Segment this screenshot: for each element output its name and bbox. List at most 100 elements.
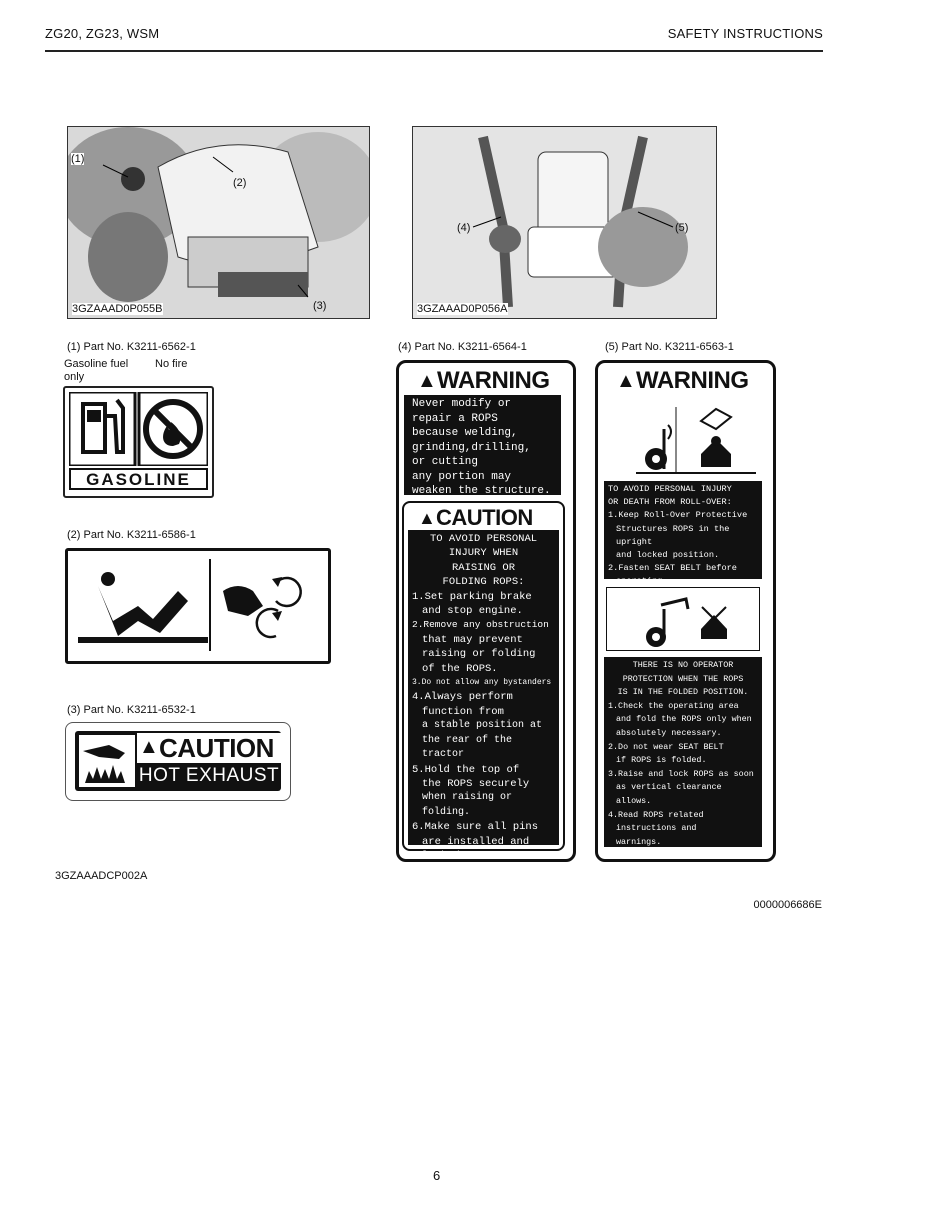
caution-line: locked. (422, 849, 467, 862)
callout-3: (3) (313, 300, 327, 312)
figure-code: 3GZAAADCP002A (55, 870, 148, 882)
caution-title: CAUTION (436, 505, 533, 530)
caution-triangle-icon: ▲ (418, 508, 436, 528)
hot-exhaust-subtitle: HOT EXHAUST (138, 765, 280, 786)
doc-code: 0000006686E (753, 899, 822, 911)
caution-head-line: RAISING OR (451, 561, 515, 574)
rollover-line: 1.Keep Roll-Over Protective (608, 510, 748, 521)
folded-head-line: THERE IS NO OPERATOR (632, 660, 734, 670)
label1-note-a: Gasoline fuel (64, 358, 129, 370)
rollover-line: TO AVOID PERSONAL INJURY (608, 484, 732, 494)
caution-triangle-icon: ▲ (139, 736, 159, 758)
no-fire-icon (143, 399, 203, 459)
warning-title: WARNING (437, 367, 550, 394)
caution-head-line: FOLDING ROPS: (442, 576, 525, 589)
warning-line: because welding, (412, 427, 518, 439)
folded-rops-text-block: THERE IS NO OPERATOR PROTECTION WHEN THE… (604, 657, 762, 847)
label1-note-b: No fire (155, 358, 188, 370)
callout-5: (5) (675, 222, 689, 234)
crush-hazard-icon (78, 559, 302, 651)
warning-line: any portion may (412, 470, 512, 483)
caution-line: are installed and (422, 835, 530, 848)
warning2-title: WARNING (636, 367, 749, 394)
label-gasoline: GASOLINE (63, 386, 214, 498)
caution-line: the ROPS securely (422, 777, 530, 790)
hot-exhaust-panel: ▲ CAUTION HOT EXHAUST (75, 731, 281, 791)
photo-code-2: 3GZAAAD0P056A (417, 303, 508, 315)
caution-line: when raising or folding. (422, 792, 513, 818)
caution-line: that may prevent (422, 633, 523, 646)
folded-line: warnings. (616, 836, 662, 847)
caution-line: 5.Hold the top of (412, 763, 520, 776)
label-hot-exhaust: ▲ CAUTION HOT EXHAUST (65, 722, 291, 801)
folded-line: and fold the ROPS only when (616, 714, 752, 725)
label4-part-number: (4) Part No. K3211-6564-1 (398, 341, 527, 353)
callout-1: (1) (71, 153, 85, 165)
rollover-line: and locked position. (616, 550, 720, 561)
rollover-text-block: TO AVOID PERSONAL INJURY OR DEATH FROM R… (604, 481, 762, 586)
warning-line: or cutting (412, 456, 479, 468)
rollover-pictogram-icon (606, 399, 760, 477)
caution-line: the rear of the tractor (422, 734, 513, 761)
warning2-title-band: ▲ WARNING (608, 367, 763, 395)
label-rops-warning: ▲ WARNING Never modify or repair a ROPS … (396, 360, 576, 862)
caution-line: function from (422, 705, 504, 718)
callout-4: (4) (457, 222, 471, 234)
caution-line: 2.Remove any obstruction (412, 619, 549, 631)
header-rule (45, 50, 823, 52)
caution-line: 6.Make sure all pins (412, 821, 539, 834)
folded-line: as vertical clearance allows. (616, 782, 722, 806)
mower-front-illustration (68, 127, 369, 318)
label1-part-number: (1) Part No. K3211-6562-1 (67, 341, 196, 353)
caution-line: and stop engine. (422, 605, 523, 618)
caution-head-line: INJURY WHEN (448, 547, 519, 560)
hot-exhaust-title-band: ▲ CAUTION (137, 733, 281, 763)
warning-line: repair a ROPS (412, 412, 498, 425)
photo-rops: (4) (5) 3GZAAAD0P056A (412, 126, 717, 319)
warning-line: grinding,drilling, (412, 441, 531, 454)
rops-illustration (413, 127, 716, 318)
folded-head-line: IS IN THE FOLDED POSITION. (617, 687, 749, 698)
warning2-triangle-icon: ▲ (616, 370, 636, 392)
label3-part-number: (3) Part No. K3211-6532-1 (67, 704, 196, 716)
page-number: 6 (433, 1168, 441, 1183)
caution-line: of the ROPS. (422, 662, 498, 675)
warning-line: weaken the structure. (412, 485, 551, 497)
caution-line: 3.Do not allow any bystanders (412, 678, 552, 688)
folded-line: if ROPS is folded. (616, 755, 707, 766)
caution-line: 1.Set parking brake (412, 590, 532, 603)
photo-code-1: 3GZAAAD0P055B (72, 303, 163, 315)
folded-line: absolutely necessary. (616, 727, 722, 738)
photo-mower-front: (1) (2) (3) 3GZAAAD0P055B (67, 126, 370, 319)
label2-part-number: (2) Part No. K3211-6586-1 (67, 529, 196, 541)
label-crush-hazard (65, 548, 331, 664)
gasoline-word: GASOLINE (69, 468, 208, 490)
hot-surface-icon (79, 735, 135, 787)
header-left: ZG20, ZG23, WSM (45, 26, 160, 41)
caution-line: raising or folding (422, 648, 536, 661)
caution-section: ▲ CAUTION TO AVOID PERSONAL INJURY WHEN … (402, 501, 565, 862)
folded-line: 4.Read ROPS related (608, 809, 704, 820)
caution-line: 4.Always perform (412, 691, 513, 704)
caution-line: a stable position at (422, 720, 543, 732)
rollover-line: OR DEATH FROM ROLL-OVER: (608, 497, 732, 508)
caution-title-band: ▲ CAUTION (412, 505, 557, 531)
caution-text-block: TO AVOID PERSONAL INJURY WHEN RAISING OR… (408, 530, 559, 862)
label1-note-a2: only (64, 371, 85, 383)
header-right: SAFETY INSTRUCTIONS (667, 26, 823, 41)
folded-line: 3.Raise and lock ROPS as soon (608, 768, 754, 779)
folded-line: instructions and (616, 823, 697, 834)
rollover-line: Structures ROPS in the upright (616, 523, 730, 547)
warning-triangle-icon: ▲ (417, 370, 437, 392)
hot-exhaust-title: CAUTION (159, 733, 274, 763)
warning-line: Never modify or (412, 398, 512, 410)
rollover-line: operating. (616, 576, 668, 587)
warning-text-block: Never modify or repair a ROPS because we… (404, 395, 561, 497)
warning-title-band: ▲ WARNING (409, 367, 563, 395)
folded-line: 1.Check the operating area (608, 700, 739, 711)
folded-head-line: PROTECTION WHEN THE ROPS (622, 673, 744, 684)
label5-part-number: (5) Part No. K3211-6563-1 (605, 341, 734, 353)
folded-line: 2.Do not wear SEAT BELT (608, 741, 724, 752)
callout-2: (2) (233, 177, 247, 189)
caution-head-line: TO AVOID PERSONAL (429, 533, 538, 545)
